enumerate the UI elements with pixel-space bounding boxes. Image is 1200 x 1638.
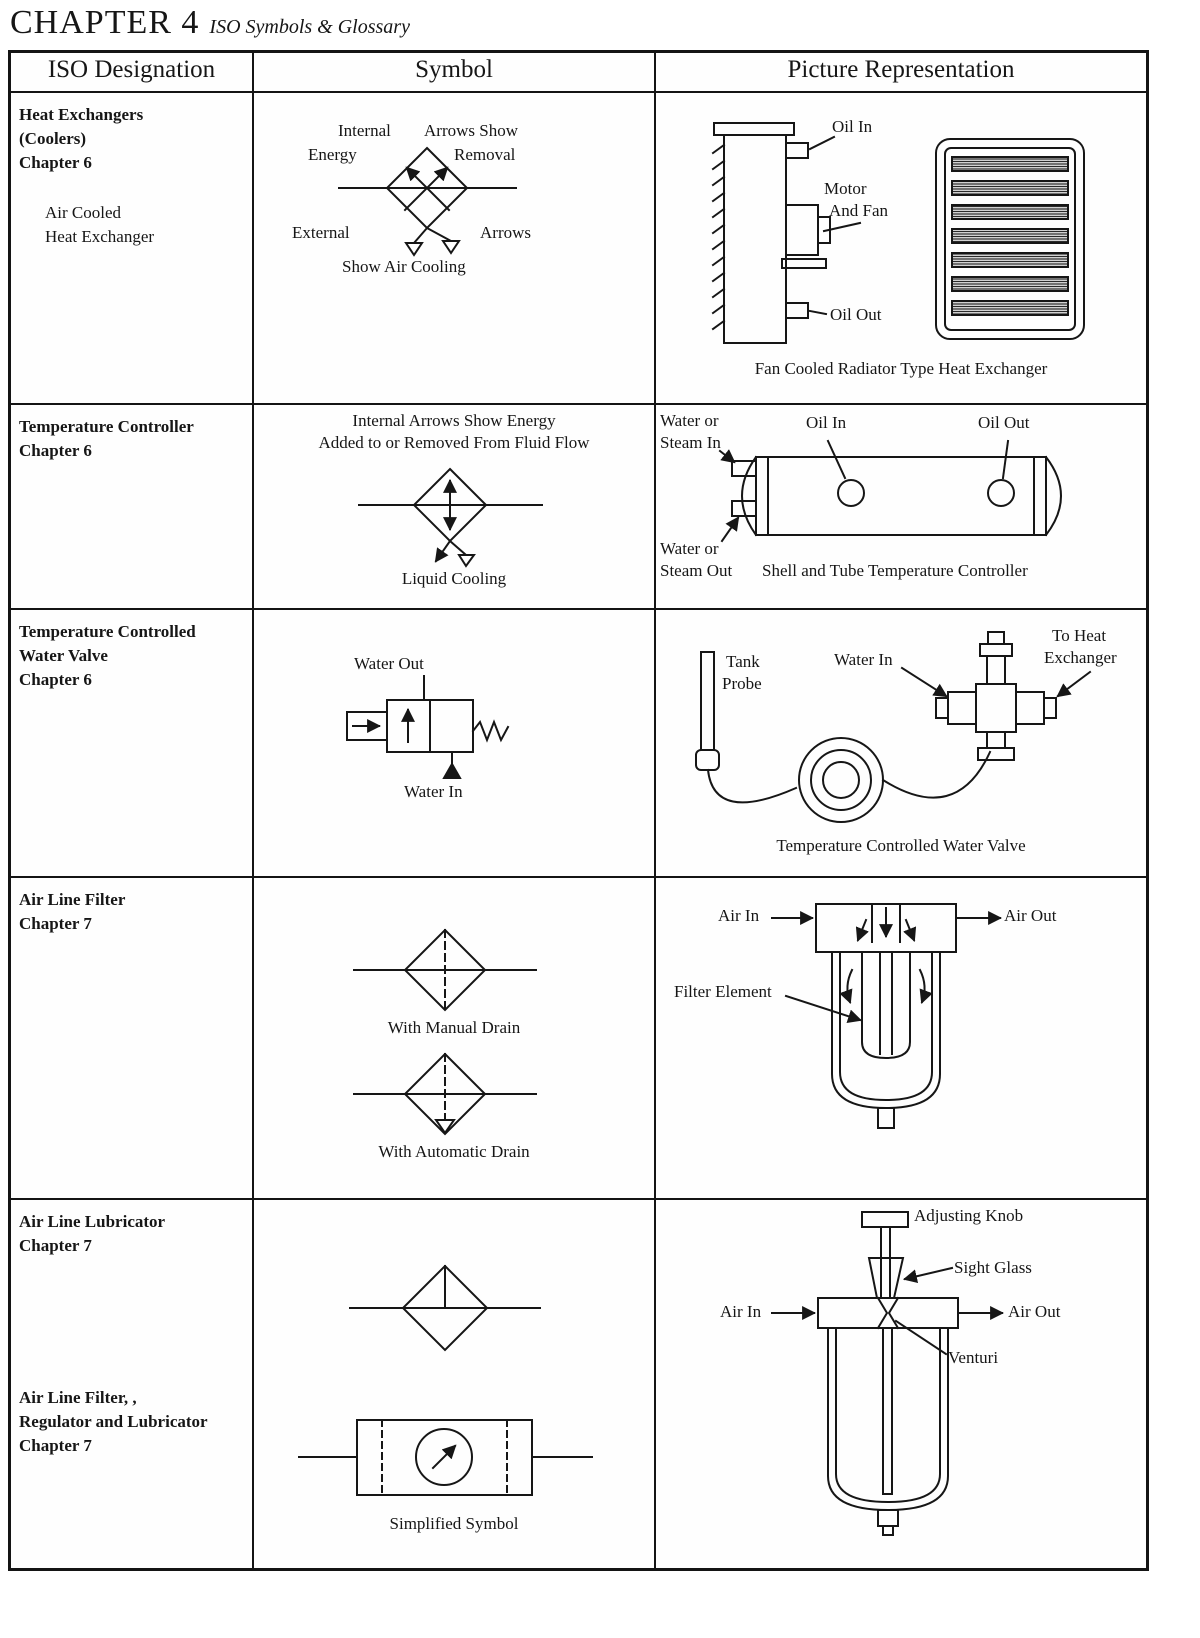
- designation-subline: Air Cooled: [45, 203, 122, 222]
- label-sight-glass: Sight Glass: [954, 1258, 1032, 1277]
- picture-cell-temperature-controller: Water or Steam In Oil In Oil Out Water o…: [656, 405, 1146, 608]
- label-simplified-symbol: Simplified Symbol: [389, 1514, 519, 1533]
- row-air-line-filter: Air Line Filter Chapter 7 With Manual Dr…: [11, 878, 1146, 1200]
- symbol-cell-temperature-controller: Internal Arrows Show Energy Added to or …: [254, 405, 656, 608]
- designation-air-line-filter: Air Line Filter Chapter 7: [11, 878, 254, 1198]
- label-water-or-bottom: Water or: [660, 539, 719, 558]
- row-heat-exchangers: Heat Exchangers (Coolers) Chapter 6 Air …: [11, 93, 1146, 405]
- water-valve-symbol-drawing: [346, 675, 510, 779]
- label-water-in: Water In: [404, 782, 463, 801]
- symbol-cell-lubricator: Simplified Symbol: [254, 1200, 656, 1568]
- label-venturi: Venturi: [948, 1348, 999, 1367]
- lubricator-and-frl-symbol-drawing: [298, 1264, 593, 1496]
- label-arrows: Arrows: [480, 223, 531, 242]
- picture-cell-air-line-filter: Air In Air Out Filter Element: [656, 878, 1146, 1198]
- label-oil-in: Oil In: [832, 117, 873, 136]
- designation-line: Chapter 6: [19, 670, 92, 689]
- symbol-cell-heat-exchanger: Internal Arrows Show Energy Removal Exte…: [254, 93, 656, 403]
- designation-line: Chapter 7: [19, 914, 92, 933]
- label-and-fan: And Fan: [829, 201, 889, 220]
- designation-line: Water Valve: [19, 646, 108, 665]
- designation-line: Air Line Lubricator: [19, 1212, 166, 1231]
- label-steam-out: Steam Out: [660, 561, 733, 580]
- chapter-heading: CHAPTER 4 ISO Symbols & Glossary: [10, 4, 410, 42]
- picture-cell-lubricator: Adjusting Knob Sight Glass Air In Air Ou…: [656, 1200, 1146, 1568]
- designation-line: Temperature Controller: [19, 417, 194, 436]
- air-line-filter-symbol-drawing: [353, 928, 537, 1136]
- label-exchanger: Exchanger: [1044, 648, 1117, 667]
- air-line-lubricator-drawing: [771, 1211, 1005, 1536]
- symbol-note-line: Internal Arrows Show Energy: [352, 411, 556, 430]
- chapter-subtitle: ISO Symbols & Glossary: [209, 16, 410, 38]
- label-adjusting-knob: Adjusting Knob: [914, 1206, 1024, 1225]
- label-air-out: Air Out: [1004, 906, 1057, 925]
- symbol-cell-water-valve: Water Out Water In: [254, 610, 656, 876]
- label-with-manual-drain: With Manual Drain: [387, 1018, 521, 1037]
- designation-line: Chapter 7: [19, 1436, 92, 1455]
- label-air-in: Air In: [718, 906, 760, 925]
- designation-heat-exchangers: Heat Exchangers (Coolers) Chapter 6 Air …: [11, 93, 254, 403]
- picture-cell-water-valve: Tank Probe Water In To Heat Exchanger Te…: [656, 610, 1146, 876]
- label-steam-in: Steam In: [660, 433, 721, 452]
- designation-line: Air Line Filter, ,: [19, 1388, 137, 1407]
- col-header-picture-representation: Picture Representation: [787, 56, 1015, 83]
- designation-water-valve: Temperature Controlled Water Valve Chapt…: [11, 610, 254, 876]
- fan-cooled-radiator-drawing: [711, 122, 1085, 344]
- label-to-heat: To Heat: [1052, 626, 1107, 645]
- designation-line: Heat Exchangers: [19, 105, 144, 124]
- label-tank: Tank: [726, 652, 760, 671]
- caption-shell-and-tube: Shell and Tube Temperature Controller: [762, 561, 1028, 580]
- designation-line: Temperature Controlled: [19, 622, 196, 641]
- designation-line: Chapter 6: [19, 441, 92, 460]
- label-removal: Removal: [454, 145, 516, 164]
- temperature-controller-symbol-drawing: [358, 467, 543, 568]
- label-motor: Motor: [824, 179, 867, 198]
- designation-line: (Coolers): [19, 129, 87, 148]
- chapter-title: CHAPTER 4: [10, 4, 200, 41]
- designation-air-line-lubricator: Air Line Lubricator Chapter 7 Air Line F…: [11, 1200, 254, 1568]
- shell-and-tube-drawing: [718, 439, 1062, 543]
- col-header-symbol: Symbol: [254, 53, 656, 91]
- designation-temperature-controller: Temperature Controller Chapter 6: [11, 405, 254, 608]
- row-air-line-lubricator: Air Line Lubricator Chapter 7 Air Line F…: [11, 1200, 1146, 1568]
- label-water-in: Water In: [834, 650, 893, 669]
- label-liquid-cooling: Liquid Cooling: [401, 569, 507, 588]
- label-oil-out: Oil Out: [830, 305, 882, 324]
- label-external: External: [292, 223, 350, 242]
- air-line-filter-drawing: [771, 903, 1003, 1129]
- label-internal: Internal: [338, 121, 391, 140]
- symbol-note-line: Added to or Removed From Fluid Flow: [318, 433, 590, 452]
- designation-line: Air Line Filter: [19, 890, 126, 909]
- label-oil-out: Oil Out: [978, 413, 1030, 432]
- label-air-out: Air Out: [1008, 1302, 1061, 1321]
- label-arrows-show: Arrows Show: [424, 121, 518, 140]
- picture-cell-heat-exchanger: Oil In Motor And Fan Oil Out Fan Cooled …: [656, 93, 1146, 403]
- label-water-out: Water Out: [354, 654, 424, 673]
- row-temperature-controlled-water-valve: Temperature Controlled Water Valve Chapt…: [11, 610, 1146, 878]
- label-probe: Probe: [722, 674, 762, 693]
- caption-water-valve: Temperature Controlled Water Valve: [776, 836, 1026, 855]
- designation-line: Chapter 6: [19, 153, 92, 172]
- table-header-row: ISO Designation Symbol Picture Represent…: [11, 53, 1146, 93]
- air-cooled-heat-exchanger-symbol-drawing: [338, 146, 517, 257]
- designation-line: Regulator and Lubricator: [19, 1412, 208, 1431]
- label-water-or-top: Water or: [660, 411, 719, 430]
- label-show-air-cooling: Show Air Cooling: [342, 257, 466, 276]
- caption-fan-cooled-radiator: Fan Cooled Radiator Type Heat Exchanger: [754, 359, 1048, 378]
- temperature-controlled-water-valve-drawing: [695, 631, 1092, 823]
- label-oil-in: Oil In: [806, 413, 847, 432]
- row-temperature-controller: Temperature Controller Chapter 6 Interna…: [11, 405, 1146, 610]
- designation-line: Chapter 7: [19, 1236, 92, 1255]
- iso-symbols-table: ISO Designation Symbol Picture Represent…: [8, 50, 1149, 1571]
- label-air-in: Air In: [720, 1302, 762, 1321]
- col-header-iso-designation: ISO Designation: [11, 53, 254, 91]
- symbol-cell-air-line-filter: With Manual Drain With Automatic Drain: [254, 878, 656, 1198]
- label-filter-element: Filter Element: [674, 982, 772, 1001]
- designation-subline: Heat Exchanger: [45, 227, 155, 246]
- label-energy: Energy: [308, 145, 357, 164]
- label-with-automatic-drain: With Automatic Drain: [378, 1142, 530, 1161]
